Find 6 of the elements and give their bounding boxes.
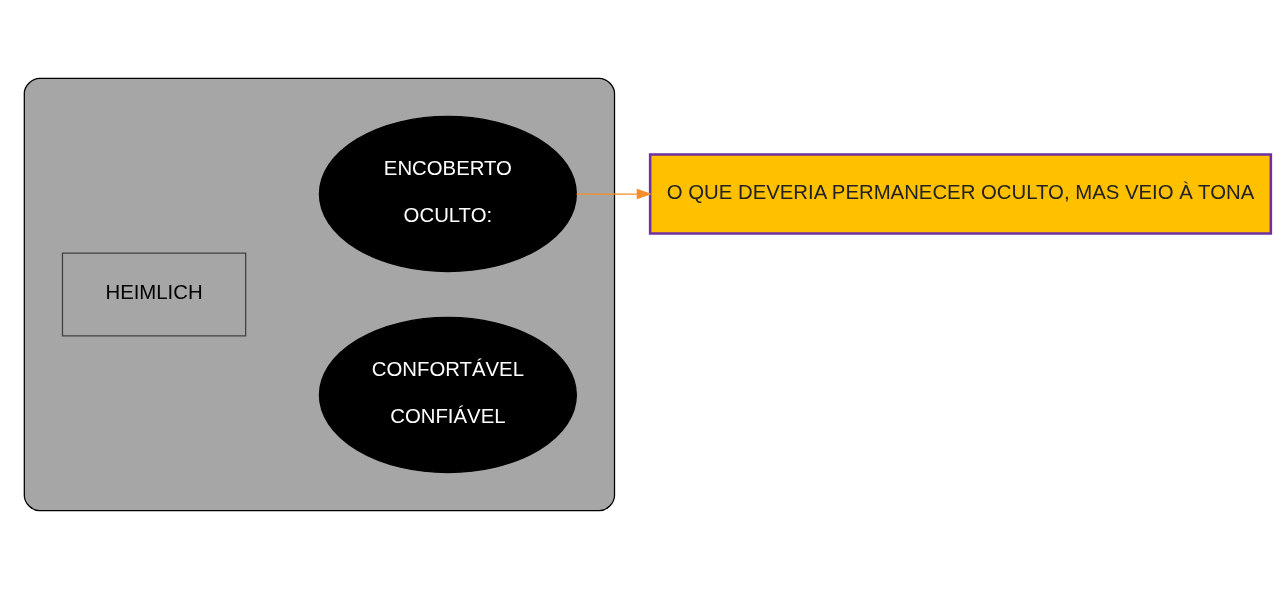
cluster (23, 77, 616, 512)
node-ellipse: ENCOBERTO OCULTO: (318, 115, 577, 273)
node-ellipse: CONFORTÁVEL CONFIÁVEL (318, 316, 577, 474)
node-box: O QUE DEVERIA PERMANECER OCULTO, MAS VEIO À TONA (648, 153, 1273, 235)
arrow (575, 188, 653, 200)
node-box: HEIMLICH (61, 252, 247, 337)
